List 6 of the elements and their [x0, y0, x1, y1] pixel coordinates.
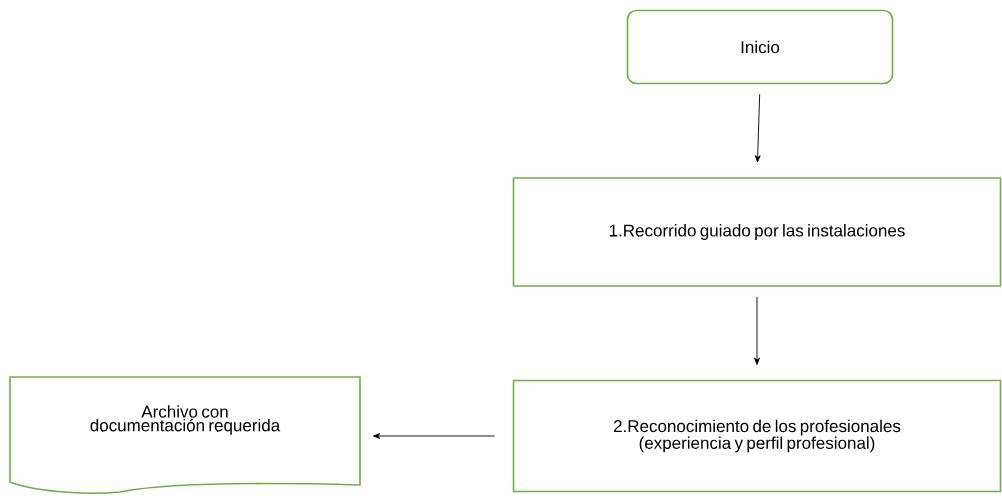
process-box: 1.Recorrido guiado por las instalaciones — [512, 177, 1002, 287]
arrow — [754, 296, 760, 365]
arrow — [373, 433, 496, 439]
start-box: Inicio — [626, 9, 894, 85]
process-box: 2.Reconocimiento de los profesionales (experiencia y perfil profesional) — [512, 379, 1002, 493]
arrow — [754, 93, 761, 163]
